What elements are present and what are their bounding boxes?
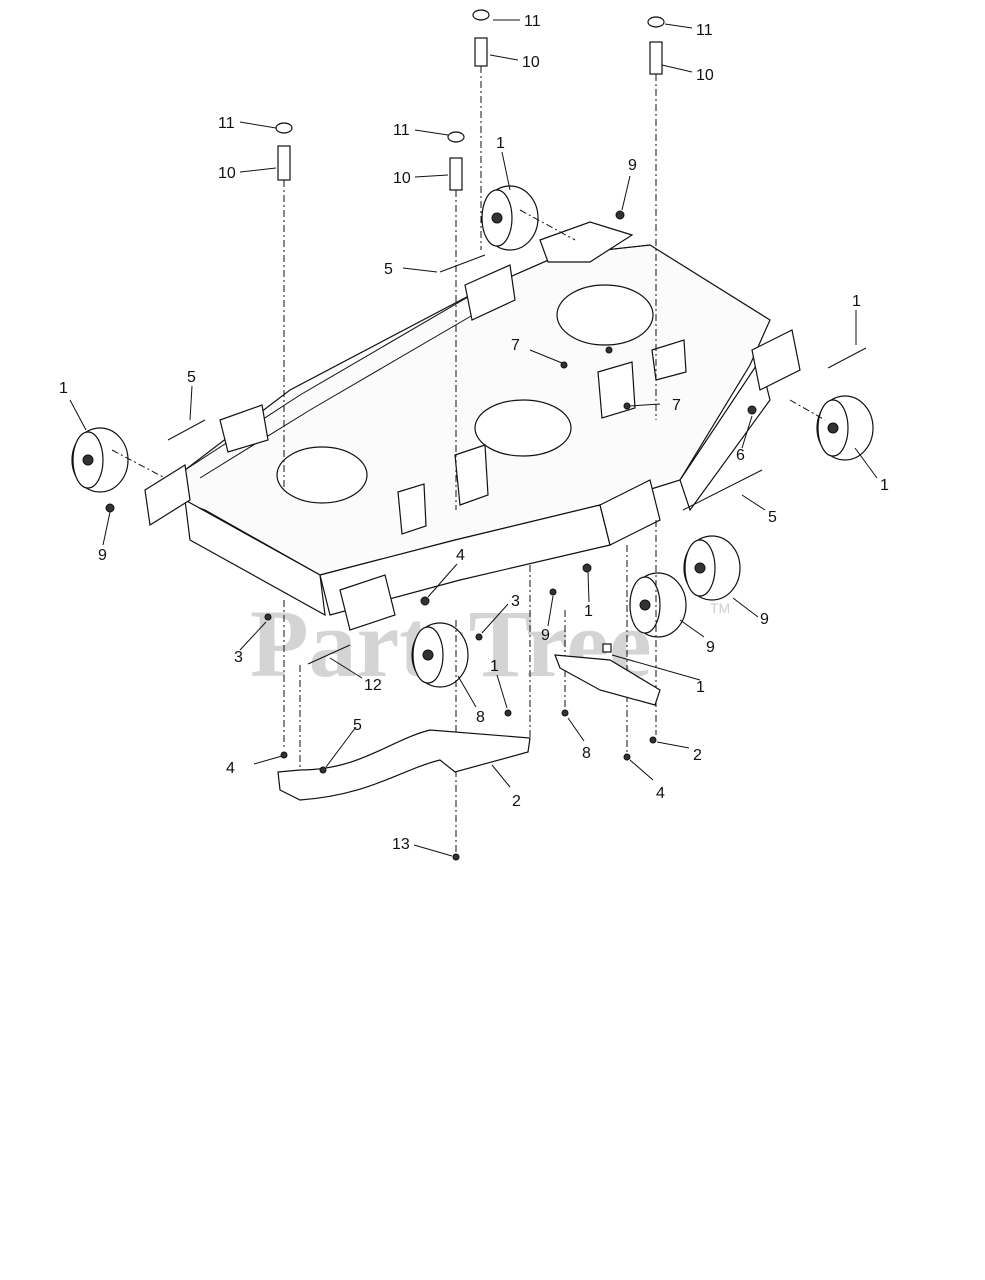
callout-8: 5: [353, 717, 362, 734]
callout-1: 9: [760, 611, 769, 628]
callout-3: 9: [541, 627, 550, 644]
callout-7: 7: [672, 397, 681, 414]
caster-wheel-6: [411, 622, 469, 688]
caster-wheel-3: [816, 395, 874, 461]
callout-1: 8: [476, 709, 485, 726]
callout-9: 6: [736, 447, 745, 464]
watermark-trademark: TM: [710, 600, 730, 616]
callout-10: 10: [393, 170, 411, 187]
caster-wheel-2: [481, 185, 539, 251]
callout-10: 10: [522, 54, 540, 71]
front-bracket: [277, 729, 531, 801]
callout-1: 9: [706, 639, 715, 656]
deck-shell: [148, 244, 771, 617]
caster-wheel-5: [629, 572, 687, 638]
callout-4: 3: [511, 593, 520, 610]
baffle-plate: [554, 643, 661, 706]
assembly-lines: [111, 66, 826, 855]
callout-4: 4: [226, 760, 235, 777]
fasteners: [105, 210, 757, 861]
callout-11: 11: [393, 122, 410, 139]
leader-lines: [69, 19, 878, 857]
caster-spacers: [275, 9, 665, 191]
callout-8: 1: [490, 658, 499, 675]
callout-labels: 11 10 11 10 11 10 11 10 1 9 5 7 7 5 1 9 …: [59, 13, 889, 853]
callout-1: 1: [59, 380, 68, 397]
callout-5: 5: [187, 369, 196, 386]
callout-3: 3: [234, 649, 243, 666]
callout-9: 1: [584, 603, 593, 620]
axle-bolts: [167, 254, 867, 665]
caster-wheel-4: [683, 535, 741, 601]
callout-2: 4: [656, 785, 665, 802]
callout-1: 1: [496, 135, 505, 152]
callout-1: 1: [880, 477, 889, 494]
callout-11: 11: [696, 22, 713, 39]
callout-9: 9: [98, 547, 107, 564]
callout-2: 8: [582, 745, 591, 762]
callout-4: 2: [693, 747, 702, 764]
callout-10: 10: [696, 67, 714, 84]
callout-11: 11: [218, 115, 235, 132]
callout-6: 5: [768, 509, 777, 526]
callout-7: 7: [511, 337, 520, 354]
callout-9: 9: [628, 157, 637, 174]
callout-13: 2: [512, 793, 521, 810]
callout-11: 11: [524, 13, 541, 30]
caster-wheel-1: [71, 427, 129, 493]
callout-10: 10: [218, 165, 236, 182]
callout-9: 4: [456, 547, 465, 564]
callout-5: 5: [384, 261, 393, 278]
deck-brackets: [144, 221, 801, 631]
callout-4: 13: [392, 836, 410, 853]
callout-5: 12: [364, 677, 382, 694]
callout-5: 1: [852, 293, 861, 310]
callout-12: 1: [696, 679, 705, 696]
